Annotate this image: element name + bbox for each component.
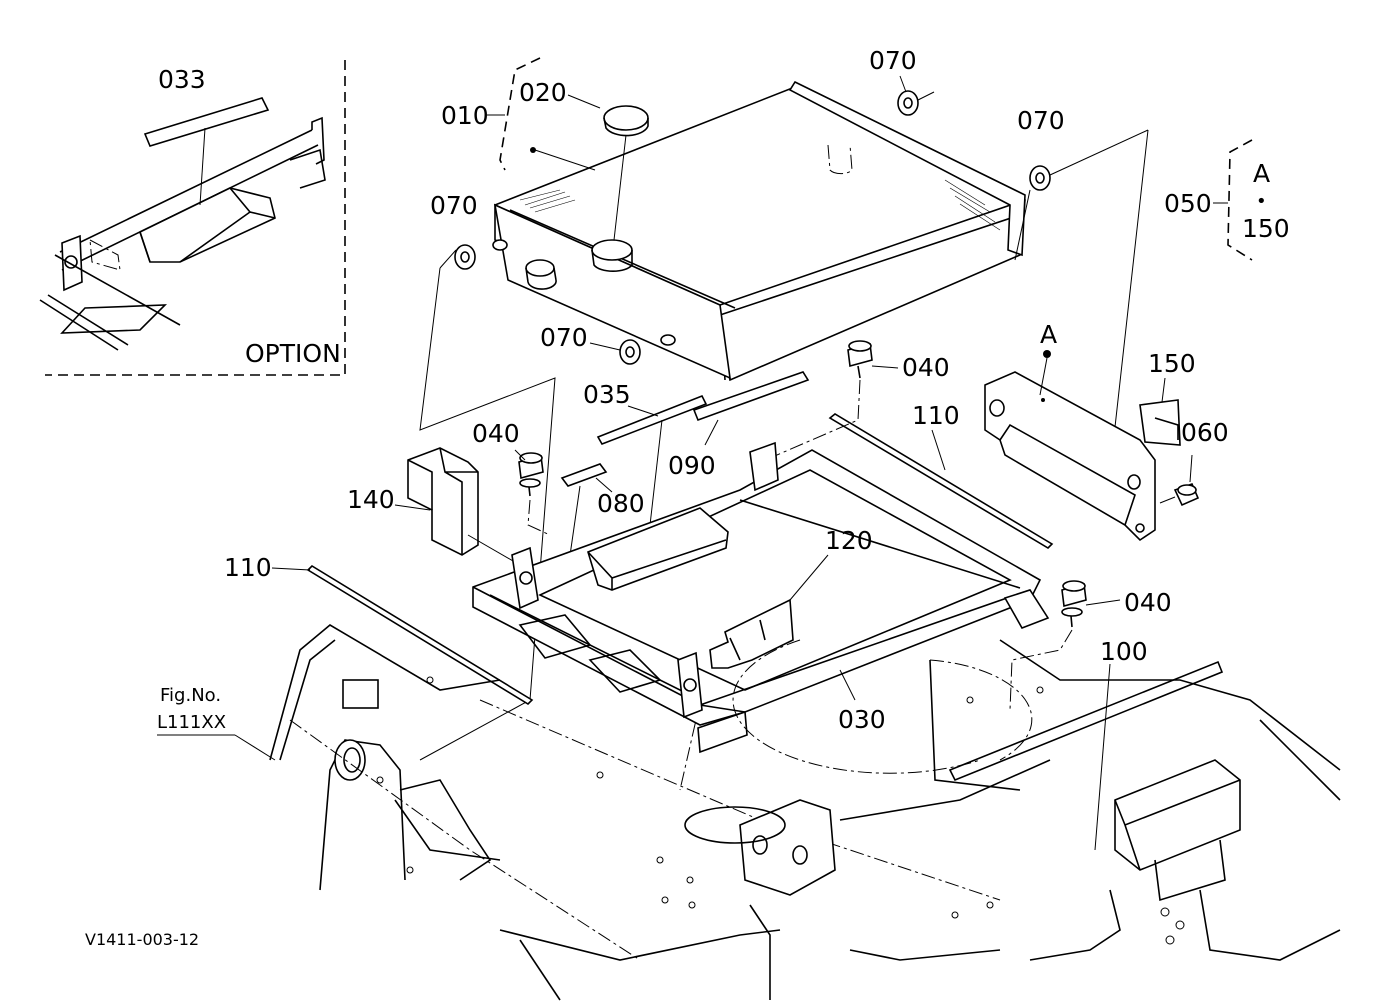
side-plate-a: A: [984, 320, 1156, 542]
plate-035: 035: [583, 380, 708, 526]
set-label-dot: •: [1256, 191, 1267, 212]
label-080: 080: [597, 489, 645, 518]
label-030: 030: [838, 705, 886, 734]
label-010: 010: [441, 101, 489, 130]
radiator-assembly: [492, 80, 1026, 382]
bracket-010: [499, 57, 541, 171]
grommet-070-left: 070: [430, 191, 478, 270]
label-110-left: 110: [224, 553, 272, 582]
label-090: 090: [668, 451, 716, 480]
base-frame-030: 030: [472, 441, 1050, 754]
label-110-right: 110: [912, 401, 960, 430]
label-070-left: 070: [430, 191, 478, 220]
label-060: 060: [1181, 418, 1229, 447]
bracket-120: 120: [709, 526, 873, 669]
bolt-040-left: 040: [472, 419, 551, 536]
set-label-150: 150: [1242, 214, 1290, 243]
drawing-code: V1411-003-12: [85, 930, 199, 949]
label-040-right: 040: [1124, 588, 1172, 617]
bolt-060: 060: [1159, 418, 1229, 507]
label-a-ref: A: [1040, 320, 1057, 349]
label-140: 140: [347, 485, 395, 514]
label-035: 035: [583, 380, 631, 409]
option-inset: 033 OPTION: [39, 60, 346, 376]
fig-reference: Fig.No. L111XX: [157, 685, 276, 761]
label-070-bottom: 070: [540, 323, 588, 352]
label-040-top: 040: [902, 353, 950, 382]
grommet-070-right: 070: [1017, 106, 1149, 191]
fig-no-value: L111XX: [157, 712, 226, 733]
chassis-body: [269, 624, 1341, 1001]
option-label: OPTION: [245, 339, 341, 368]
seal-100: 100: [948, 637, 1224, 851]
label-020: 020: [519, 78, 567, 107]
grommet-070-bottom: 070: [540, 323, 641, 365]
fig-no-label: Fig.No.: [160, 685, 221, 706]
seal-110-left: 110: [224, 553, 534, 706]
label-plate-150: 150: [1139, 349, 1196, 446]
label-120: 120: [825, 526, 873, 555]
label-100: 100: [1100, 637, 1148, 666]
bolt-040-right: 040: [1009, 580, 1172, 711]
label-033: 033: [158, 65, 206, 94]
seal-110-right: 110: [828, 401, 1054, 550]
block-080: 080: [560, 463, 645, 591]
set-label-a: A: [1253, 159, 1270, 188]
block-140: 140: [347, 447, 521, 566]
label-070-right: 070: [1017, 106, 1065, 135]
label-070-top: 070: [869, 46, 917, 75]
seal-090: 090: [668, 371, 810, 480]
radiator-cap: [567, 94, 649, 241]
bolt-040-top: 040: [765, 340, 950, 491]
label-040-left: 040: [472, 419, 520, 448]
label-050: 050: [1164, 189, 1212, 218]
grommet-070-top: 070: [869, 46, 935, 116]
label-150: 150: [1148, 349, 1196, 378]
set-050-bracket: 050 A • 150: [1164, 139, 1290, 261]
